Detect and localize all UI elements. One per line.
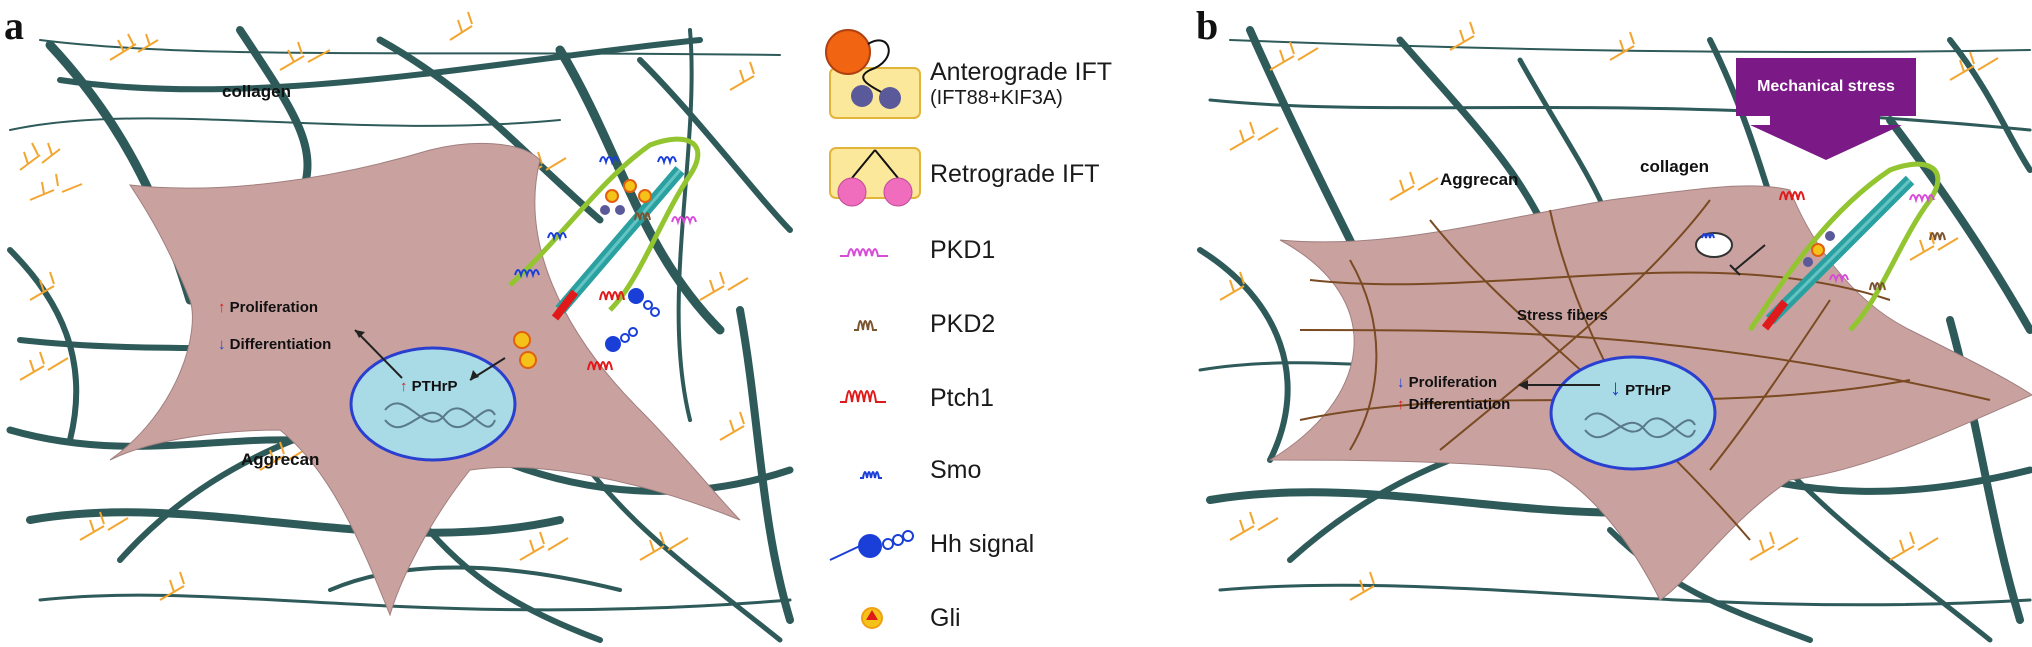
aggrecan-label: Aggrecan <box>1440 170 1519 189</box>
primary-cilium <box>1747 161 1941 332</box>
panel-b: b Mechanical stress Aggrecan collagen St… <box>1190 0 2032 647</box>
pkd1-receptor-icon <box>1829 274 1849 284</box>
pthrp-label: PTHrP <box>1625 382 1672 399</box>
legend: Anterograde IFT (IFT88+KIF3A) Retrograde… <box>810 0 1180 647</box>
panel-a: a collagen Aggrecan ↑ Proliferation ↓ Di… <box>0 0 800 647</box>
hh-signal-icon <box>605 327 638 352</box>
mechanical-stress-box: Mechanical stress <box>1736 58 1916 116</box>
nucleus <box>349 346 517 462</box>
differentiation-row: ↓ Differentiation <box>218 336 331 353</box>
down-arrow-icon: ↓ <box>1610 375 1621 400</box>
collagen-label: collagen <box>222 82 291 101</box>
panel-letter-b: b <box>1196 3 1219 48</box>
inhibition-line <box>1729 244 1766 276</box>
anterograde-sublabel: (IFT88+KIF3A) <box>930 87 1063 109</box>
vesicle <box>1695 232 1733 258</box>
up-arrow-icon: ↑ <box>400 378 408 395</box>
pkd2-receptor-icon <box>1929 232 1946 241</box>
differentiation-label: Differentiation <box>1408 396 1511 413</box>
ptch1-receptor-icon <box>599 291 625 301</box>
pthrp-row: ↓ PTHrP <box>1610 375 1671 401</box>
smo-receptor-icon <box>599 156 619 166</box>
panel-a-illustration <box>6 11 794 643</box>
hh-signal-icon <box>628 288 660 317</box>
pkd2-icon <box>854 320 877 331</box>
up-arrow-icon: ↑ <box>218 299 226 316</box>
gli-icon <box>861 607 883 629</box>
legend-smo: Smo <box>930 456 982 484</box>
legend-pkd1: PKD1 <box>930 236 996 264</box>
hh-signal-icon <box>829 530 914 561</box>
smo-receptor-icon <box>547 232 567 242</box>
up-arrow-icon: ↑ <box>1397 396 1405 413</box>
panel-b-illustration <box>1197 21 2032 643</box>
gli-dots <box>513 331 537 369</box>
pkd2-receptor-icon <box>634 212 651 221</box>
proliferation-row: ↑ Proliferation <box>218 299 318 316</box>
nucleus <box>1549 355 1717 471</box>
pkd2-receptor-icon <box>1869 282 1886 291</box>
legend-ptch1: Ptch1 <box>930 384 994 412</box>
anterograde-ift-icon <box>825 29 921 119</box>
panel-letter-a: a <box>4 3 24 48</box>
legend-icons <box>825 29 921 629</box>
pkd1-receptor-icon <box>671 216 697 226</box>
smo-receptor-icon <box>657 156 677 166</box>
primary-cilium <box>508 136 701 321</box>
anterograde-label: Anterograde IFT <box>930 58 1113 86</box>
legend-pkd2: PKD2 <box>930 310 996 338</box>
proliferation-row: ↓ Proliferation <box>1397 374 1497 391</box>
aggrecan-tufts <box>1219 21 1999 601</box>
legend-gli: Gli <box>930 604 961 632</box>
pthrp-row: ↑ PTHrP <box>400 378 458 395</box>
dna-helix-icon <box>384 402 496 429</box>
differentiation-row: ↑ Differentiation <box>1397 396 1510 413</box>
pthrp-to-output-arrow <box>354 329 403 379</box>
down-arrow-icon: ↓ <box>1397 374 1405 391</box>
down-arrow-icon: ↓ <box>218 336 226 353</box>
smo-receptor-icon <box>1701 233 1715 239</box>
mechanical-stress-arrow <box>1750 116 1902 160</box>
legend-hh-signal: Hh signal <box>930 530 1035 558</box>
ptch1-receptor-icon <box>1779 191 1805 201</box>
legend-anterograde: Anterograde IFT (IFT88+KIF3A) <box>930 58 1112 110</box>
pkd1-receptor-icon <box>1909 194 1935 204</box>
dna-helix-icon <box>1584 412 1696 439</box>
collagen-label: collagen <box>1640 157 1709 176</box>
pkd1-icon <box>840 248 888 257</box>
proliferation-label: Proliferation <box>229 299 319 316</box>
stress-fibers-label: Stress fibers <box>1517 307 1608 324</box>
proliferation-label: Proliferation <box>1408 374 1498 391</box>
pthrp-label: PTHrP <box>411 378 458 395</box>
legend-retrograde: Retrograde IFT <box>930 160 1100 188</box>
smo-icon <box>860 471 882 479</box>
ptch1-receptor-icon <box>587 361 613 371</box>
aggrecan-label: Aggrecan <box>241 450 320 469</box>
ptch1-icon <box>840 390 886 403</box>
retrograde-ift-icon <box>829 147 921 207</box>
smo-receptor-icon <box>514 269 540 279</box>
differentiation-label: Differentiation <box>229 336 332 353</box>
